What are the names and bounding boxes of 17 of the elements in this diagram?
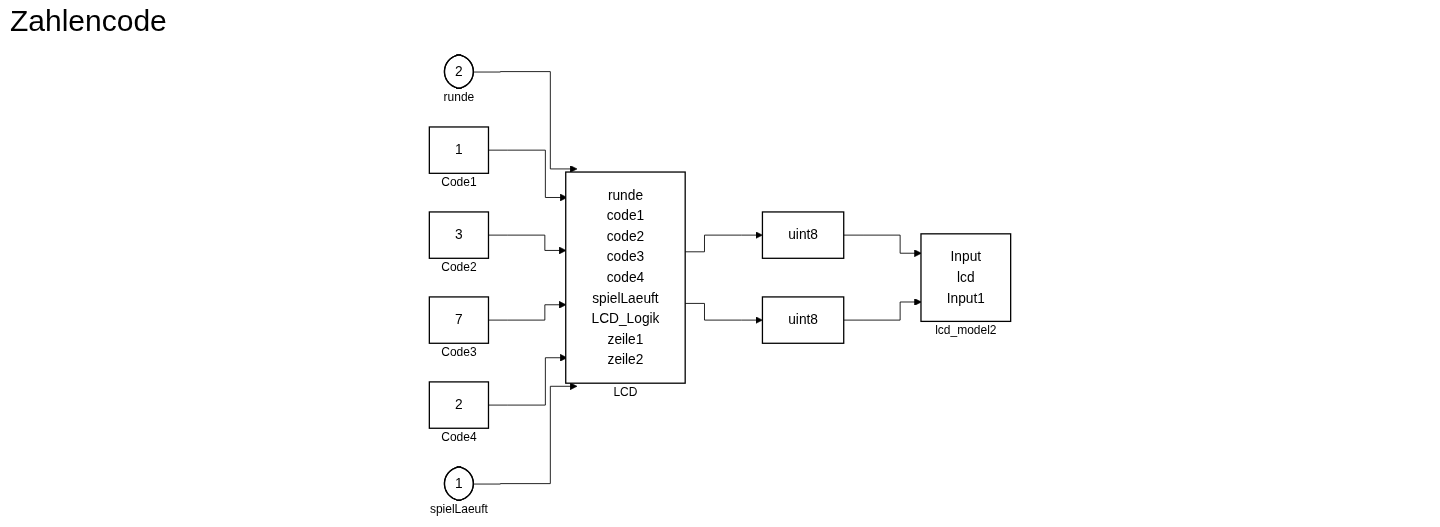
node-box: runde code1 code2 code3 code4 spielLaeuft LCD_Logik zeile1 zeile2 bbox=[565, 171, 686, 384]
node-box: Input lcd Input1 bbox=[920, 233, 1012, 323]
node-box: 7 bbox=[428, 296, 490, 344]
node-box: uint8 bbox=[761, 211, 845, 259]
block-name: lcd_model2 bbox=[935, 323, 997, 338]
node-box: uint8 bbox=[761, 296, 845, 344]
block-name: Code3 bbox=[441, 345, 477, 360]
block-name: Code1 bbox=[441, 175, 477, 190]
block-name: Code4 bbox=[441, 430, 477, 445]
node-box: 1 bbox=[428, 126, 490, 174]
diagram-title: Zahlencode bbox=[10, 4, 167, 38]
block-name: LCD bbox=[613, 385, 638, 400]
node-box: 3 bbox=[428, 211, 490, 259]
block-name: runde bbox=[443, 90, 475, 105]
node-box: 2 bbox=[428, 381, 490, 429]
block-name: Code2 bbox=[441, 260, 477, 275]
block-name: spielLaeuft bbox=[429, 502, 488, 517]
